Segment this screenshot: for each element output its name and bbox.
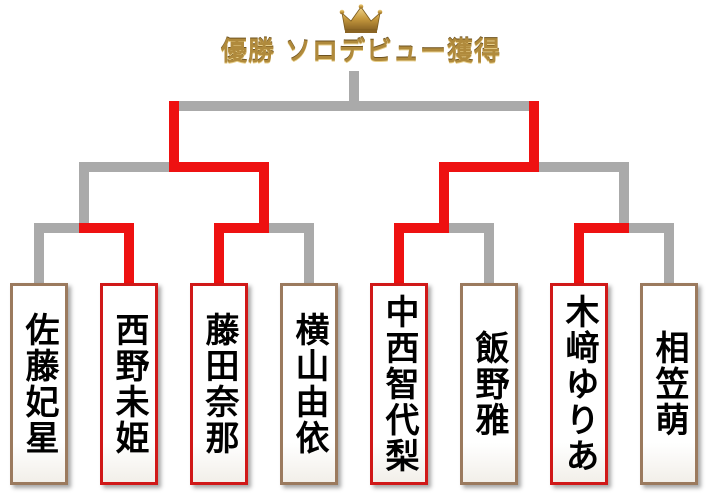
entrant-card: 横山由依: [280, 283, 338, 485]
entrant-name: 中西智代梨: [379, 294, 419, 474]
entrant-card: 飯野雅: [460, 283, 518, 485]
tournament-title: 優勝 ソロデビュー獲得: [220, 37, 502, 67]
entrant-name: 横山由依: [289, 312, 329, 456]
entrant-name: 相笠萌: [649, 330, 689, 438]
entrant-card: 木﨑ゆりあ: [550, 283, 608, 485]
entrant-card: 藤田奈那: [190, 283, 248, 485]
crown-icon: [339, 4, 383, 33]
entrant-card: 西野未姫: [100, 283, 158, 485]
entrant-card: 中西智代梨: [370, 283, 428, 485]
entrant-card: 相笠萌: [640, 283, 698, 485]
entrant-name: 木﨑ゆりあ: [559, 294, 599, 474]
entrant-name: 飯野雅: [469, 330, 509, 438]
entrant-name: 西野未姫: [109, 312, 149, 456]
entrant-name: 藤田奈那: [199, 312, 239, 456]
entrant-name: 佐藤妃星: [19, 312, 59, 456]
entrant-card: 佐藤妃星: [10, 283, 68, 485]
